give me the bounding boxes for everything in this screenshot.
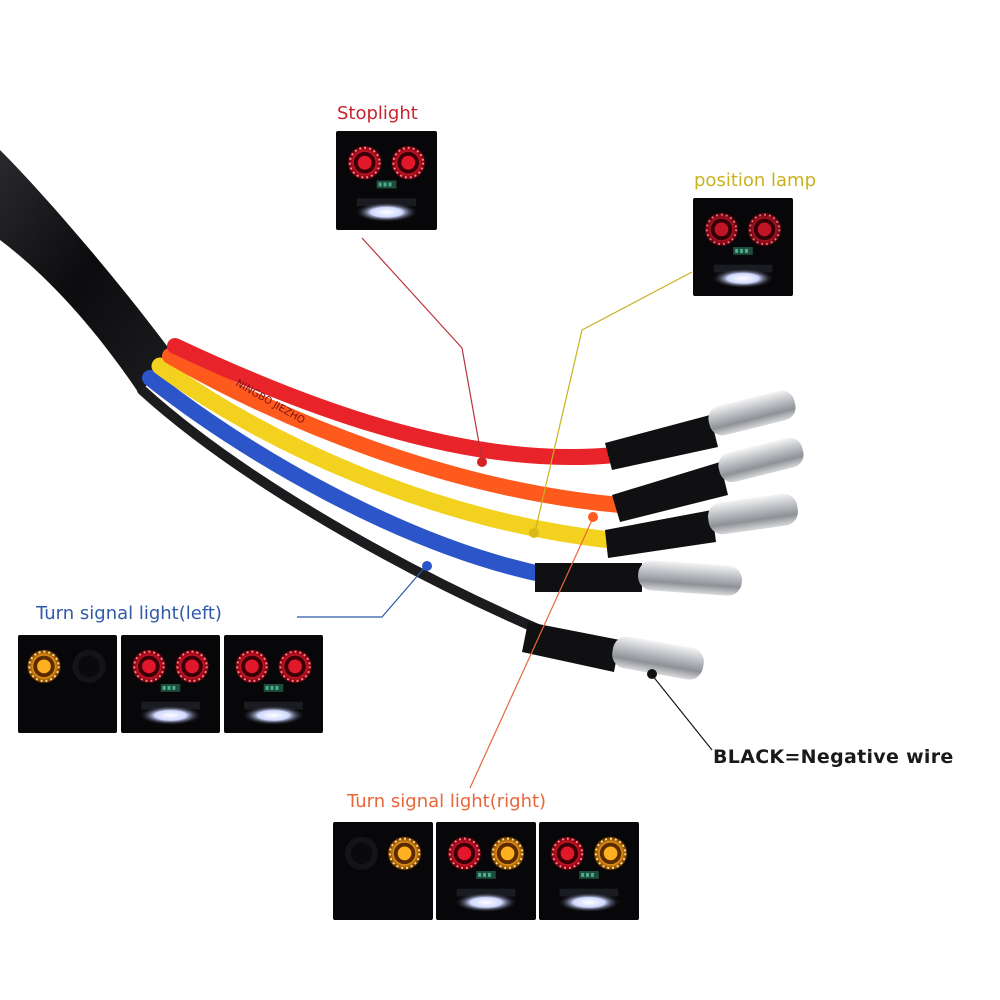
black-wire	[137, 385, 545, 635]
leader-turn-left	[297, 561, 432, 618]
black-negative-label: BLACK=Negative wire	[713, 746, 954, 768]
stoplight-photo	[336, 131, 437, 230]
blue-wire	[142, 370, 553, 583]
connector-black	[522, 622, 704, 680]
stoplight-label: Stoplight	[337, 103, 418, 124]
connector-yellow	[605, 493, 798, 558]
connector-blue	[535, 560, 742, 596]
turn-right-photo-1	[333, 822, 433, 920]
leader-black-negative	[647, 669, 713, 751]
leader-turn-right	[469, 512, 598, 789]
turn-left-label: Turn signal light(left)	[36, 603, 222, 624]
position-lamp-photo	[693, 198, 793, 296]
red-wire	[167, 338, 623, 466]
turn-left-photo-1	[18, 635, 117, 733]
leader-stoplight	[361, 237, 487, 467]
turn-left-photo-2	[121, 635, 220, 733]
leader-position-lamp	[529, 271, 693, 538]
turn-right-photo-3	[539, 822, 639, 920]
connector-red	[605, 390, 796, 470]
position-lamp-label: position lamp	[694, 170, 817, 191]
turn-right-label: Turn signal light(right)	[347, 791, 547, 812]
connector-orange	[612, 437, 804, 522]
cable-jacket	[0, 150, 170, 395]
turn-left-photo-3	[224, 635, 323, 733]
turn-right-photo-2	[436, 822, 536, 920]
orange-wire	[162, 348, 628, 513]
